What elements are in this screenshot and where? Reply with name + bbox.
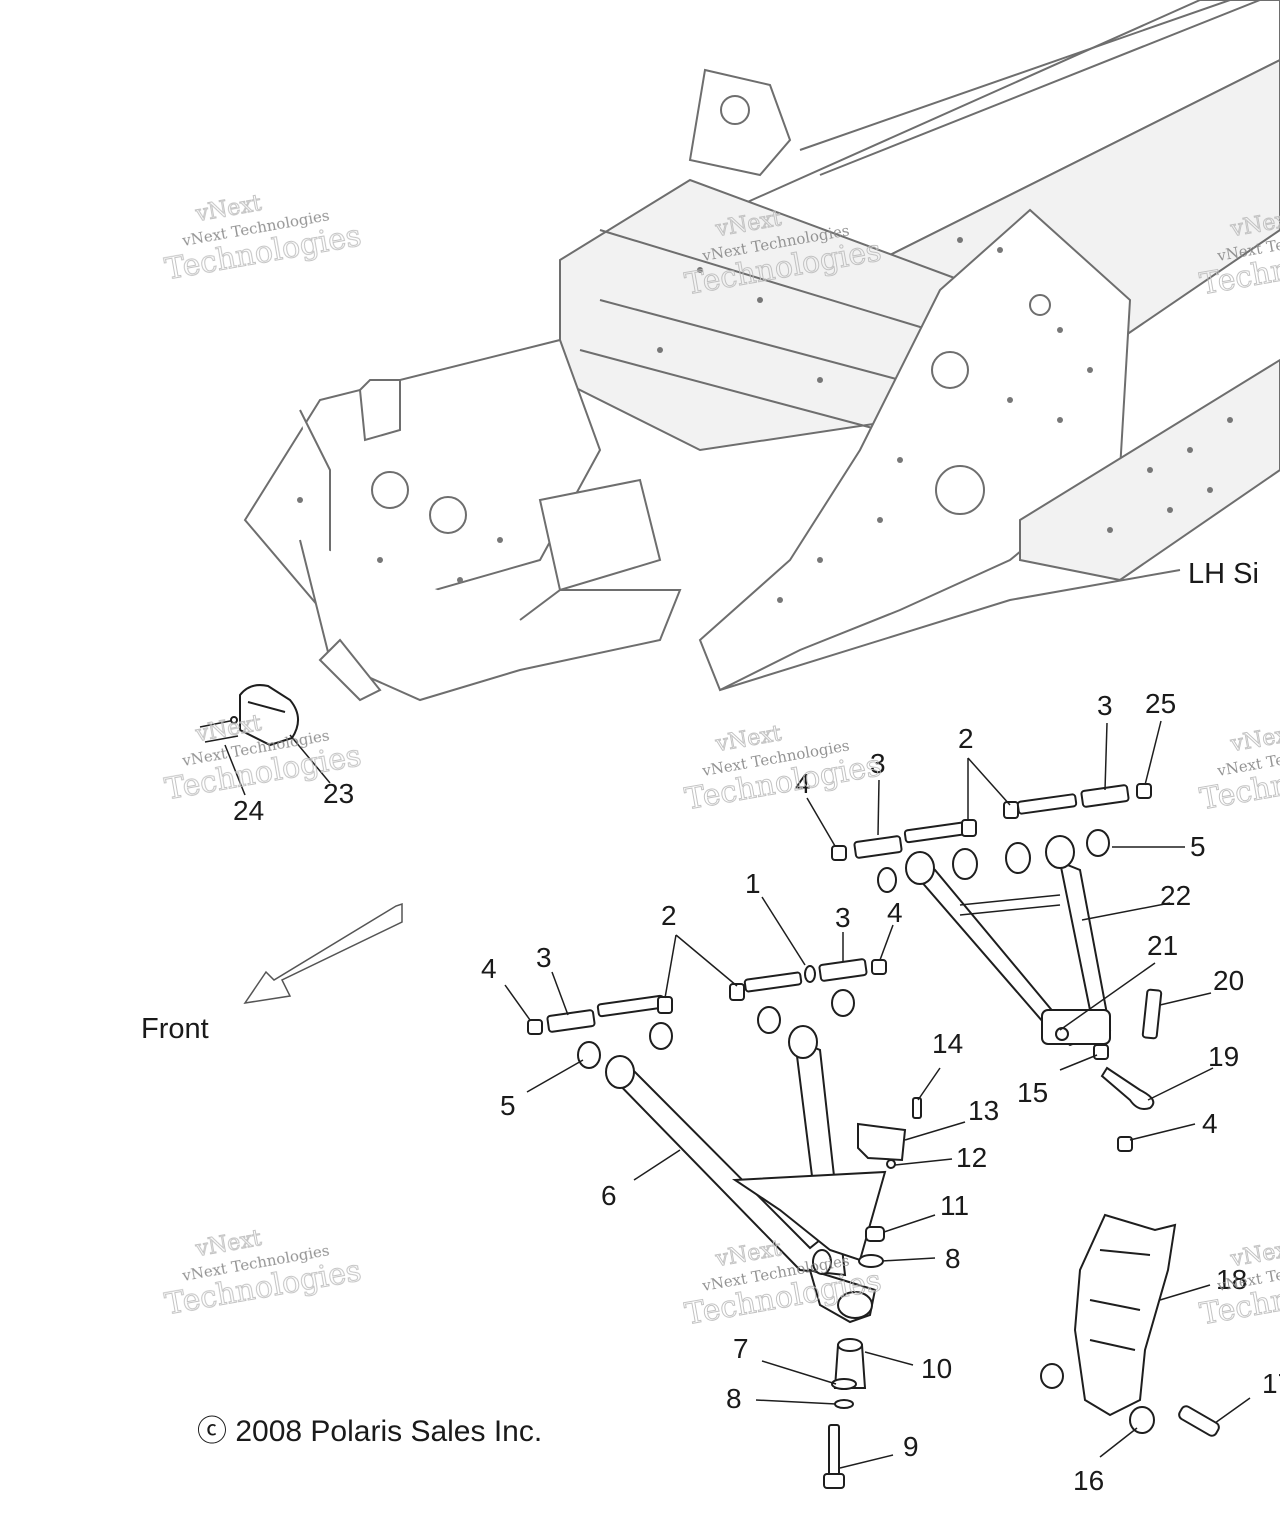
watermark: vNext vNext Technologies Technologies xyxy=(162,1226,365,1323)
watermark-group: vNext vNext Technologies Technologies vN… xyxy=(162,191,1280,1333)
watermark: vNext vNext Technologies Technologies xyxy=(682,721,885,818)
callout-3: 3 xyxy=(870,748,886,779)
callout-21: 21 xyxy=(1147,930,1178,961)
leader-lines xyxy=(224,720,1251,1469)
side-label: LH Si xyxy=(1188,558,1259,590)
callout-4: 4 xyxy=(887,897,903,928)
callout-10: 10 xyxy=(921,1353,952,1384)
callout-5: 5 xyxy=(500,1090,516,1121)
callout-9: 9 xyxy=(903,1431,919,1462)
spindle xyxy=(1040,1213,1220,1437)
callout-4: 4 xyxy=(1202,1108,1218,1139)
callout-11: 11 xyxy=(940,1190,969,1221)
callout-18: 18 xyxy=(1216,1264,1247,1295)
ball-joint-stack xyxy=(823,1338,867,1489)
callout-5: 5 xyxy=(1190,831,1206,862)
callout-4: 4 xyxy=(481,953,497,984)
front-direction-arrow xyxy=(243,902,403,1005)
callout-14: 14 xyxy=(932,1028,963,1059)
callout-19: 19 xyxy=(1208,1041,1239,1072)
callout-7: 7 xyxy=(733,1333,749,1364)
callout-17: 17 xyxy=(1262,1368,1280,1399)
callout-numbers: 1 2 2 3 3 3 3 4 4 4 4 5 5 6 7 8 8 9 10 1… xyxy=(233,688,1280,1496)
callout-20: 20 xyxy=(1213,965,1244,996)
callout-8: 8 xyxy=(945,1243,961,1274)
watermark: vNext vNext Technologies Technologies xyxy=(1197,721,1280,818)
callout-12: 12 xyxy=(956,1142,987,1173)
callout-8: 8 xyxy=(726,1383,742,1414)
chassis-frame xyxy=(243,0,1280,702)
lower-a-arm xyxy=(605,1025,887,1324)
callout-13: 13 xyxy=(968,1095,999,1126)
callout-24: 24 xyxy=(233,795,264,826)
lower-arm-hardware xyxy=(527,958,887,1069)
watermark: vNext vNext Technologies Technologies xyxy=(1197,1236,1280,1333)
callout-22: 22 xyxy=(1160,880,1191,911)
watermark: vNext vNext Technologies Technologies xyxy=(162,191,365,288)
callout-3: 3 xyxy=(536,942,552,973)
callout-3: 3 xyxy=(835,902,851,933)
callout-3: 3 xyxy=(1097,690,1113,721)
callout-6: 6 xyxy=(601,1180,617,1211)
callout-2: 2 xyxy=(661,900,677,931)
copyright-text: ⓒ 2008 Polaris Sales Inc. xyxy=(197,1415,542,1448)
callout-25: 25 xyxy=(1145,688,1176,719)
callout-15: 15 xyxy=(1017,1077,1048,1108)
upper-arm-hardware xyxy=(831,783,1152,861)
callout-23: 23 xyxy=(323,778,354,809)
upper-a-arm xyxy=(877,829,1112,1047)
front-label: Front xyxy=(141,1013,209,1045)
spindle-hardware xyxy=(857,988,1163,1268)
callout-16: 16 xyxy=(1073,1465,1104,1496)
callout-1: 1 xyxy=(745,868,761,899)
callout-4: 4 xyxy=(795,768,811,799)
callout-2: 2 xyxy=(958,723,974,754)
